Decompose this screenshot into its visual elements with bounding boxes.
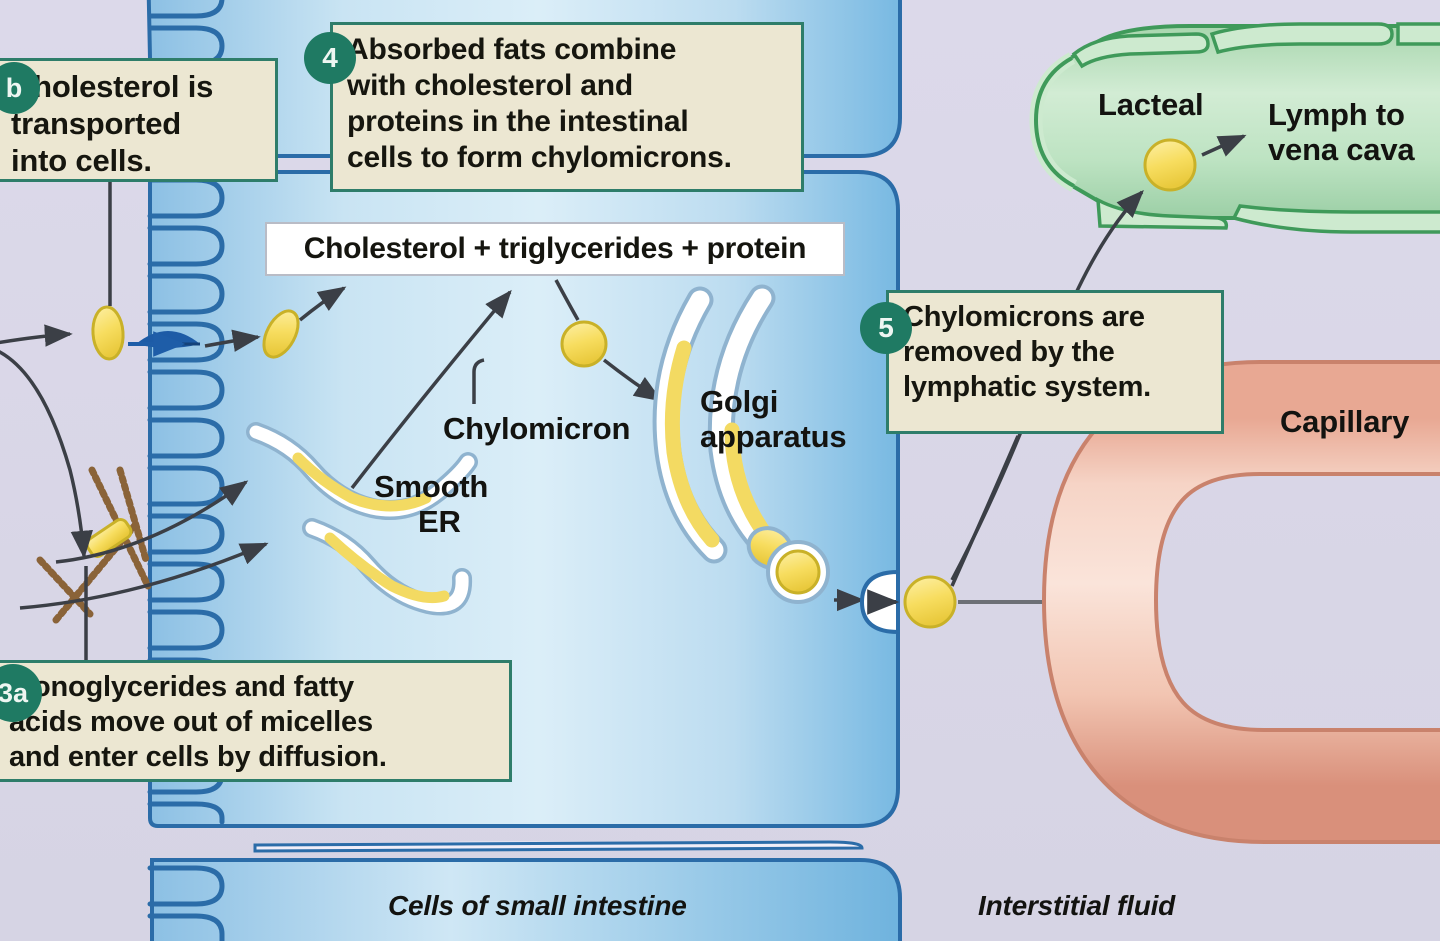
callout-5: Chylomicrons are removed by the lymphati… (886, 290, 1224, 434)
label-golgi-apparatus: Golgi apparatus (700, 384, 847, 454)
lacteal-flap-5 (1231, 204, 1440, 234)
arrow-er-to-equation (350, 289, 512, 490)
callout-3a: Monoglycerides and fatty acids move out … (0, 660, 512, 782)
cholesterol-particle-lumen (91, 305, 125, 361)
arrow-to-micelle (0, 350, 93, 559)
callout-3a-badge: 3a (0, 664, 42, 722)
callout-4-line-1: Absorbed fats combine (347, 33, 677, 66)
lacteal (1029, 22, 1440, 234)
golgi-apparatus (652, 284, 794, 570)
label-lymph-to-vena-cava: Lymph to vena cava (1268, 97, 1415, 167)
leader-line-equation-to-chylomicron (554, 279, 580, 321)
arrow-micelle-to-er-lower (19, 542, 269, 610)
arrow-cholesterol-in (0, 324, 73, 347)
label-chylomicron: Chylomicron (443, 411, 631, 446)
label-smooth-er-line-2: ER (418, 503, 461, 539)
cholesterol-particle-cell (262, 309, 300, 359)
label-smooth-er-line-1: Smooth (374, 469, 489, 504)
callout-b-line-3: into cells. (11, 143, 152, 179)
chylomicron-particle (560, 320, 608, 368)
label-interstitial-fluid: Interstitial fluid (978, 890, 1176, 921)
callout-4: Absorbed fats combine with cholesterol a… (330, 22, 804, 192)
leader-line-chylomicron-label (472, 358, 485, 404)
cell-lower-partial (150, 858, 902, 941)
callout-4-line-3: proteins in the intestinal (347, 105, 689, 138)
callout-b-line-1: Cholesterol is (11, 69, 214, 104)
callout-5-line-1: Chylomicrons are (903, 301, 1145, 333)
label-golgi-line-2: apparatus (700, 418, 847, 454)
label-cells-of-small-intestine: Cells of small intestine (388, 890, 687, 921)
microvilli-lower (147, 865, 225, 941)
callout-b: Cholesterol is transported into cells. (0, 58, 278, 182)
lacteal-flap-2 (1209, 22, 1394, 55)
label-capillary: Capillary (1280, 404, 1410, 439)
transport-vesicle (766, 540, 830, 604)
arrow-micelle-to-er-upper (55, 480, 249, 564)
label-smooth-er: Smooth ER (374, 469, 489, 539)
callout-b-line-2: transported (11, 106, 182, 142)
arrow-cholesterol-to-equation (298, 286, 347, 322)
label-lymph-line-2: vena cava (1268, 131, 1415, 167)
callout-b-badge: b (0, 62, 40, 114)
chylomicron-in-lacteal (1143, 138, 1197, 192)
callout-3a-line-3: and enter cells by diffusion. (9, 740, 387, 773)
tight-junction-cleft (253, 840, 864, 853)
callout-3a-line-1: Monoglycerides and fatty (9, 671, 354, 703)
label-golgi-line-1: Golgi (700, 384, 779, 419)
callout-4-line-2: with cholesterol and (347, 69, 634, 102)
exocytosis-vesicle (859, 569, 957, 635)
released-chylomicron (903, 575, 957, 629)
label-lacteal: Lacteal (1098, 87, 1204, 122)
callout-3a-line-2: acids move out of micelles (9, 705, 373, 738)
lacteal-flap-1 (1071, 32, 1210, 69)
smooth-er (246, 422, 478, 616)
callout-4-line-4: cells to form chylomicrons. (347, 141, 732, 174)
callout-4-badge: 4 (304, 32, 356, 84)
callout-5-line-3: lymphatic system. (903, 370, 1152, 403)
arrow-to-cell-cholesterol (204, 329, 261, 352)
label-lymph-line-1: Lymph to (1268, 97, 1405, 132)
lacteal-flap-3 (1396, 22, 1440, 46)
equation-box: Cholesterol + triglycerides + protein (265, 222, 845, 276)
callout-5-badge: 5 (860, 302, 912, 354)
arrow-lymph-flow (1201, 134, 1247, 157)
callout-5-line-2: removed by the (903, 335, 1115, 368)
